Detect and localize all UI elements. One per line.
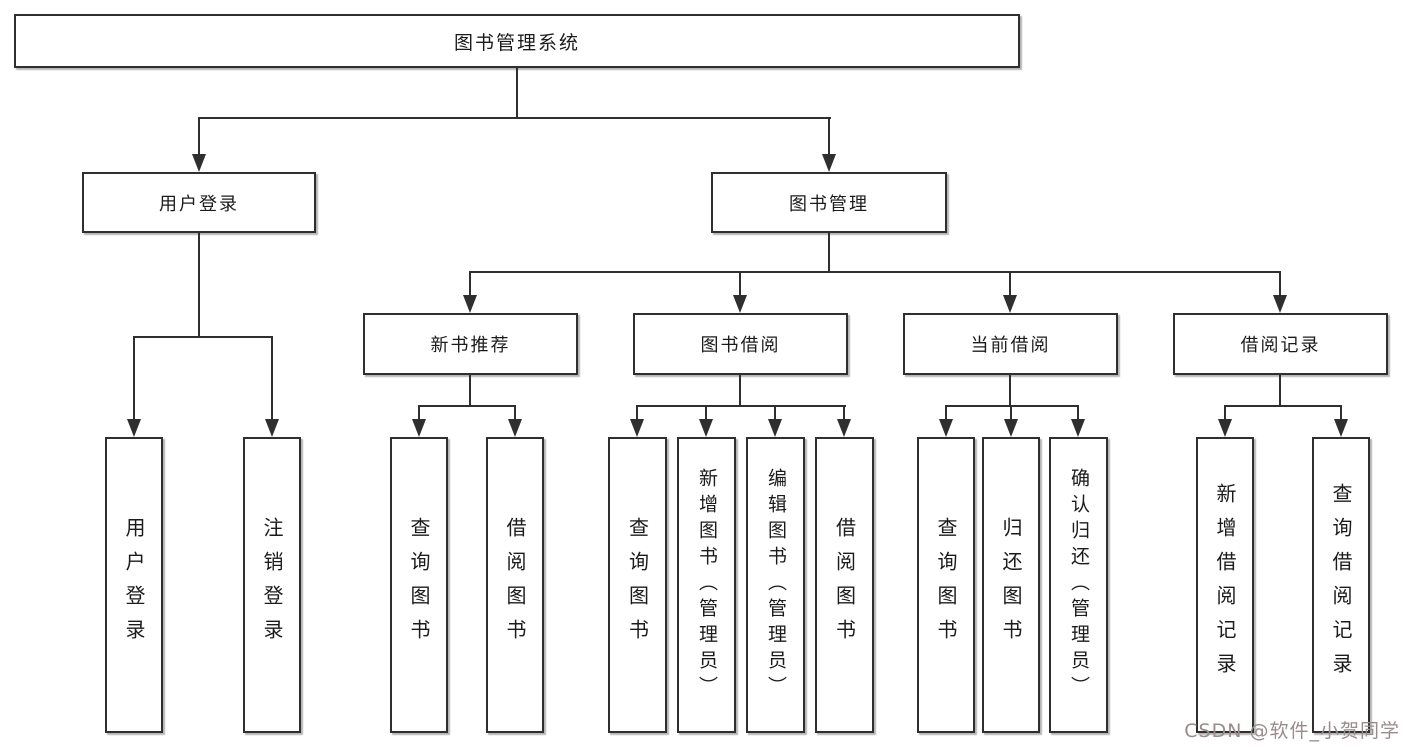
watermark: CSDN @软件_小贺同学 [1184,720,1400,742]
node-user-login: 用户登录 [82,172,316,233]
leaf-recommend-query-book: 查询图书 [390,437,448,733]
connector-line [1224,405,1342,407]
arrowhead-down-icon [265,419,279,437]
arrowhead-down-icon [1218,419,1232,437]
node-root-system: 图书管理系统 [14,14,1020,68]
connector-line [1224,405,1226,421]
leaf-user-login: 用户登录 [105,437,163,733]
connector-line [1009,375,1011,407]
leaf-borrow-query-book: 查询图书 [608,437,667,733]
leaf-confirm-return-admin: 确认归还（管理员） [1049,437,1108,733]
arrowhead-down-icon [733,295,747,313]
connector-line [469,271,471,297]
arrowhead-down-icon [768,419,782,437]
connector-line [133,336,135,420]
connector-line [1340,405,1342,421]
connector-line [469,271,1281,273]
arrowhead-down-icon [1273,295,1287,313]
leaf-add-book-admin: 新增图书（管理员） [677,437,736,733]
arrowhead-down-icon [463,295,477,313]
connector-line [636,405,846,407]
connector-line [843,405,845,421]
leaf-logout: 注销登录 [243,437,301,733]
leaf-return-book: 归还图书 [982,437,1040,733]
node-book-management: 图书管理 [711,172,947,233]
connector-line [636,405,638,421]
arrowhead-down-icon [127,419,141,437]
connector-line [271,336,273,420]
connector-line [133,336,273,338]
connector-line [198,117,831,119]
leaf-new-borrow-record: 新增借阅记录 [1196,437,1254,733]
node-borrow-records: 借阅记录 [1173,313,1388,375]
connector-line [1077,405,1079,421]
leaf-recommend-borrow-book: 借阅图书 [486,437,544,733]
connector-line [469,375,471,407]
connector-line [705,405,707,421]
connector-line [739,271,741,297]
arrowhead-down-icon [1071,419,1085,437]
arrowhead-down-icon [822,154,836,172]
node-new-book-recommend: 新书推荐 [363,313,578,375]
leaf-query-borrow-record: 查询借阅记录 [1312,437,1370,733]
connector-line [1010,405,1012,421]
arrowhead-down-icon [1003,295,1017,313]
node-current-borrowing: 当前借阅 [903,313,1118,375]
connector-line [1279,271,1281,297]
leaf-current-query-book: 查询图书 [917,437,975,733]
arrowhead-down-icon [837,419,851,437]
connector-line [514,405,516,421]
connector-line [516,68,518,118]
arrowhead-down-icon [630,419,644,437]
connector-line [945,405,947,421]
connector-line [828,233,830,272]
arrowhead-down-icon [412,419,426,437]
leaf-borrow-book: 借阅图书 [815,437,874,733]
arrowhead-down-icon [939,419,953,437]
connector-line [418,405,516,407]
leaf-edit-book-admin: 编辑图书（管理员） [746,437,805,733]
connector-line [1009,271,1011,297]
connector-line [198,117,200,155]
arrowhead-down-icon [192,154,206,172]
connector-line [774,405,776,421]
arrowhead-down-icon [1334,419,1348,437]
arrowhead-down-icon [1004,419,1018,437]
connector-line [198,233,200,337]
connector-line [739,375,741,407]
connector-line [1279,375,1281,407]
connector-line [828,117,830,155]
node-book-borrowing: 图书借阅 [633,313,848,375]
arrowhead-down-icon [508,419,522,437]
connector-line [945,405,1079,407]
connector-line [418,405,420,421]
arrowhead-down-icon [699,419,713,437]
